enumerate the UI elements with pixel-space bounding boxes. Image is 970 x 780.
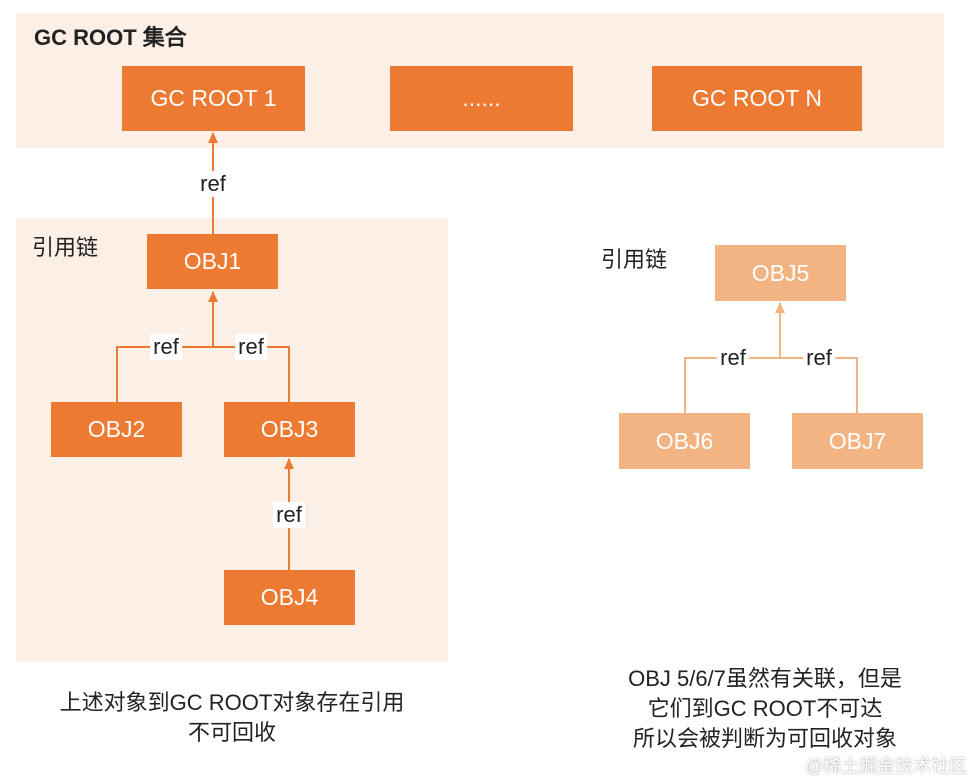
edge-label-obj2: ref xyxy=(150,334,182,360)
obj4-node: OBJ4 xyxy=(224,570,355,625)
right-note-line-3: 所以会被判断为可回收对象 xyxy=(632,726,897,751)
gc-root-1-node: GC ROOT 1 xyxy=(122,66,305,131)
left-chain-title: 引用链 xyxy=(32,235,99,260)
left-note: 上述对象到GC ROOT对象存在引用 不可回收 xyxy=(16,688,448,748)
right-note: OBJ 5/6/7虽然有关联，但是 它们到GC ROOT不可达 所以会被判断为可… xyxy=(560,664,970,754)
right-chain-title: 引用链 xyxy=(601,247,668,272)
gc-root-set-title: GC ROOT 集合 xyxy=(34,25,187,50)
edge-label-root: ref xyxy=(197,171,229,197)
left-note-line-1: 上述对象到GC ROOT对象存在引用 xyxy=(59,690,405,715)
gc-root-n-node: GC ROOT N xyxy=(652,66,862,131)
edge-label-obj3: ref xyxy=(235,334,267,360)
right-note-line-2: 它们到GC ROOT不可达 xyxy=(647,696,883,721)
gc-root-ellipsis-node: ...... xyxy=(390,66,573,131)
obj2-node: OBJ2 xyxy=(51,402,182,457)
left-note-line-2: 不可回收 xyxy=(187,720,276,745)
edge-label-obj7: ref xyxy=(803,345,835,371)
obj6-node: OBJ6 xyxy=(619,413,750,469)
edge-label-obj6: ref xyxy=(717,345,749,371)
edge-label-obj4: ref xyxy=(273,502,305,528)
obj5-node: OBJ5 xyxy=(715,245,846,301)
watermark: @稀土掘金技术社区 xyxy=(805,756,968,776)
obj7-node: OBJ7 xyxy=(792,413,923,469)
right-note-line-1: OBJ 5/6/7虽然有关联，但是 xyxy=(628,666,902,691)
obj3-node: OBJ3 xyxy=(224,402,355,457)
obj1-node: OBJ1 xyxy=(147,234,278,289)
